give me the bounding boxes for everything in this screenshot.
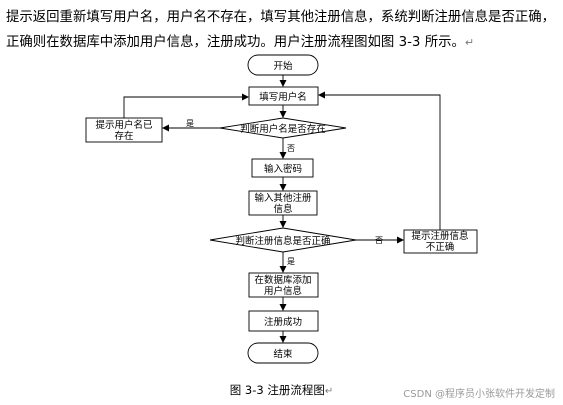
paragraph-line-1: 提示返回重新填写用户名，用户名不存在，填写其他注册信息，系统判断注册信息是否正确…: [6, 10, 556, 25]
success-label: 注册成功: [264, 316, 302, 328]
enter-password-box: [251, 158, 314, 178]
fill-username-label: 填写用户名: [259, 91, 307, 103]
edge-label-yes-1: 是: [186, 119, 194, 128]
prompt-exists-label-1: 提示用户名已: [95, 119, 153, 131]
figure-caption: 图 3-3 注册流程图↵: [0, 382, 563, 398]
prompt-incorrect-label-1: 提示注册信息: [411, 230, 468, 242]
success-box: [248, 310, 319, 332]
paragraph-line-2: 正确则在数据库中添加用户信息，注册成功。用户注册流程图如图 3-3 所示。: [6, 35, 465, 50]
add-database-label-1: 在数据库添加: [254, 274, 311, 286]
body-paragraph: 提示返回重新填写用户名，用户名不存在，填写其他注册信息，系统判断注册信息是否正确…: [6, 5, 558, 55]
edge-label-no-2: 否: [375, 236, 383, 245]
caption-mark: ↵: [324, 386, 334, 397]
edge-label-yes-2: 是: [287, 257, 295, 266]
check-info-label: 判断注册信息是否正确: [235, 235, 330, 247]
add-database-box: [248, 272, 319, 298]
figure-caption-text: 图 3-3 注册流程图: [229, 383, 325, 397]
end-node: [247, 342, 319, 364]
enter-password-label: 输入密码: [264, 163, 302, 175]
edge-label-no-1: 否: [287, 144, 295, 153]
start-label: 开始: [273, 60, 293, 72]
prompt-incorrect-box: [403, 229, 478, 254]
prompt-exists-label-2: 存在: [114, 130, 133, 142]
paragraph-mark: ↵: [464, 36, 475, 49]
check-username-decision: [219, 117, 347, 139]
edge-incorrect-back: [318, 91, 441, 230]
prompt-exists-box: [85, 117, 163, 143]
other-info-label-1: 输入其他注册: [254, 192, 312, 204]
other-info-box: [248, 190, 318, 216]
edge-prompt-back: [123, 93, 249, 118]
prompt-incorrect-label-2: 不正确: [426, 241, 455, 253]
csdn-watermark: CSDN @程序员小张软件开发定制: [403, 389, 555, 400]
other-info-label-2: 信息: [273, 203, 292, 215]
add-database-label-2: 用户信息: [264, 285, 302, 297]
check-username-label: 判断用户名是否存在: [240, 123, 326, 135]
end-label: 结束: [273, 348, 293, 360]
